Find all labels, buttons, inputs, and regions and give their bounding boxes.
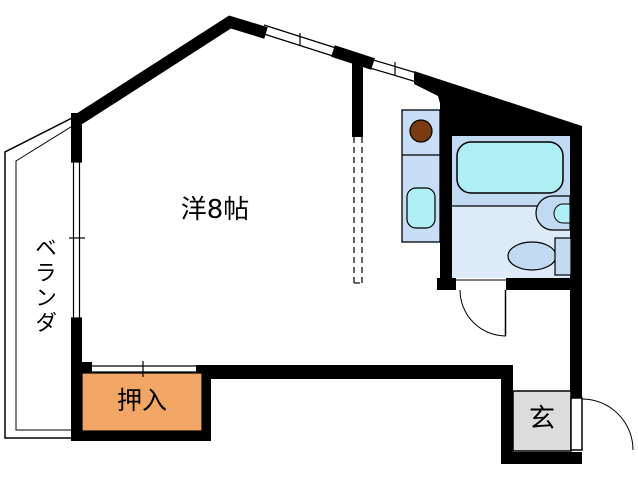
closet-area <box>81 372 203 432</box>
closet-label: 押入 <box>116 386 167 415</box>
toilet-tank-icon <box>554 237 572 276</box>
veranda-label: ベランダ <box>31 236 56 336</box>
wall-wedge-top-right <box>414 71 582 143</box>
dashed-partition <box>353 137 363 284</box>
wall-closet-bottom <box>71 430 211 441</box>
window-top-1 <box>263 24 337 58</box>
wall-entrance-left <box>501 365 513 464</box>
closet-sliding-door <box>92 361 196 377</box>
entrance <box>512 390 634 452</box>
wall-left-bottom <box>71 318 82 440</box>
wall-kitchen <box>440 90 452 290</box>
bathroom <box>452 136 572 337</box>
washbasin-bowl-icon <box>553 203 571 224</box>
entrance-label: 玄 <box>528 404 555 434</box>
veranda-outline <box>4 117 75 439</box>
window-top-2 <box>369 58 421 84</box>
closet <box>81 361 203 432</box>
kitchen-counter <box>401 109 441 243</box>
wall-left-top <box>71 113 82 162</box>
wall-right <box>570 126 582 398</box>
bathroom-door <box>456 279 507 337</box>
bathtub-icon <box>456 141 564 194</box>
main-room-label: 洋8帖 <box>180 195 250 225</box>
toilet-bowl-icon <box>507 241 557 271</box>
kitchen-sink-icon <box>406 187 436 229</box>
wall-bottom-right <box>501 452 582 464</box>
entrance-door-leaf <box>570 397 583 451</box>
bathroom-door-arc <box>459 289 507 337</box>
entrance-door-arc <box>581 398 634 451</box>
window-left-wall <box>69 161 85 319</box>
walls <box>71 15 582 464</box>
wall-interior-stub <box>352 56 363 137</box>
windows <box>69 24 421 319</box>
wall-closet-top-left <box>82 362 92 373</box>
wall-bath-bottom-left <box>437 278 456 290</box>
wall-diagonal-top-left <box>72 15 268 127</box>
wall-room-bottom <box>196 365 513 379</box>
stove-burner-icon <box>409 119 433 143</box>
wall-bath-bottom-right <box>506 278 582 290</box>
